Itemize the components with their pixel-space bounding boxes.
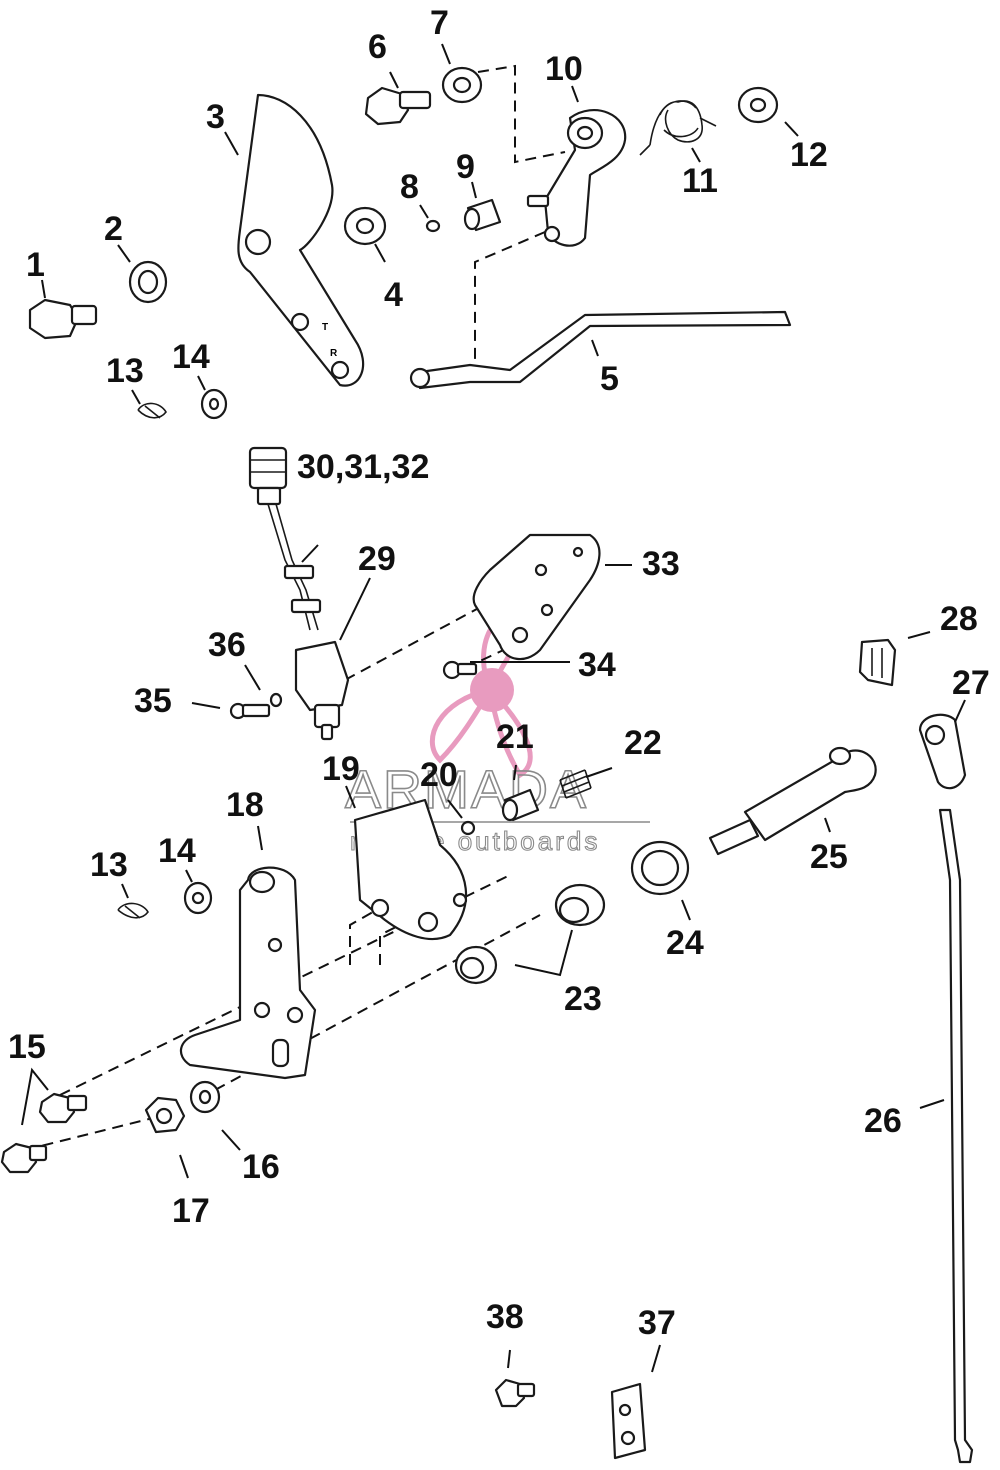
- part-15-bolts: [0, 1092, 88, 1174]
- part-38-bolt: [494, 1378, 536, 1408]
- callout-24: 24: [666, 924, 704, 962]
- part-20-washer: [460, 820, 476, 836]
- part-34-screw: [442, 660, 478, 680]
- callout-10: 10: [545, 50, 583, 88]
- part-27-rod-end: [918, 713, 967, 790]
- callout-13a: 13: [106, 352, 144, 390]
- part-10-shift-lever: [526, 108, 627, 247]
- part-30-31-32-connector: [248, 446, 322, 631]
- callout-37: 37: [638, 1304, 676, 1342]
- callout-29: 29: [358, 540, 396, 578]
- callout-36: 36: [208, 626, 246, 664]
- callout-23: 23: [564, 980, 602, 1018]
- callout-33: 33: [642, 545, 680, 583]
- part-5-shift-rod: [409, 310, 792, 390]
- part-1-bolt: [28, 298, 98, 340]
- callout-1: 1: [26, 246, 45, 284]
- part-2-washer: [128, 260, 168, 304]
- part-16-washer: [189, 1080, 221, 1114]
- callout-19: 19: [322, 750, 360, 788]
- part-37-nut-plate: [610, 1382, 647, 1460]
- part-24-bushing: [630, 840, 690, 896]
- callout-2: 2: [104, 210, 123, 248]
- callout-38: 38: [486, 1298, 524, 1336]
- callout-14b: 14: [158, 832, 196, 870]
- callout-35: 35: [134, 682, 172, 720]
- callout-13b: 13: [90, 846, 128, 884]
- part-13b-clip: [117, 902, 149, 919]
- part-17-nut: [144, 1096, 186, 1134]
- part-26-shift-rod: [938, 808, 974, 1464]
- part-28-clip: [858, 638, 897, 687]
- callout-16: 16: [242, 1148, 280, 1186]
- part-14a-washer: [200, 388, 228, 420]
- part-12-washer: [737, 86, 779, 124]
- callout-8: 8: [400, 168, 419, 206]
- plate-marking-r: R: [330, 348, 338, 359]
- part-35-screw: [229, 702, 271, 720]
- part-3-shift-plate: T R: [237, 93, 365, 387]
- part-29-neutral-switch: [294, 640, 350, 741]
- callout-11: 11: [682, 162, 718, 200]
- leader-lines: [21, 43, 966, 1373]
- callout-27: 27: [952, 664, 990, 702]
- callout-labels: 1 2 3 4 5 6 7 8 9 10 11 12 13 14 30,31,3…: [8, 4, 990, 1342]
- part-22-spring: [559, 769, 592, 799]
- part-13a-clip: [137, 402, 167, 419]
- callout-6: 6: [368, 28, 387, 66]
- callout-3: 3: [206, 98, 225, 136]
- part-8-small-nut: [425, 219, 441, 233]
- callout-7: 7: [430, 4, 449, 42]
- part-23-bushings: [454, 883, 606, 985]
- part-9-bushing: [463, 198, 502, 232]
- callout-26: 26: [864, 1102, 902, 1140]
- callout-20: 20: [420, 756, 458, 794]
- callout-4: 4: [384, 276, 403, 314]
- callout-5: 5: [600, 360, 619, 398]
- callout-34: 34: [578, 646, 616, 684]
- part-14b-washer: [183, 881, 213, 915]
- callout-15: 15: [8, 1028, 46, 1066]
- part-11-spring: [639, 100, 717, 156]
- part-25-shift-shaft: [708, 746, 877, 856]
- callout-25: 25: [810, 838, 848, 876]
- callout-22: 22: [624, 724, 662, 762]
- callout-21: 21: [496, 718, 534, 756]
- watermark-brand: ARMADA: [345, 760, 588, 820]
- part-18-shift-lever: [179, 866, 317, 1080]
- part-4-washer: [343, 206, 387, 246]
- callout-14a: 14: [172, 338, 210, 376]
- part-33-bracket: [472, 533, 601, 661]
- callout-18: 18: [226, 786, 264, 824]
- part-36-washer: [269, 692, 283, 708]
- callout-9: 9: [456, 148, 475, 186]
- part-19-bracket: [353, 798, 468, 940]
- part-6-bolt: [364, 86, 432, 126]
- part-21-detent: [501, 788, 540, 822]
- callout-12: 12: [790, 136, 828, 174]
- callout-17: 17: [172, 1192, 210, 1230]
- callout-28: 28: [940, 600, 978, 638]
- part-7-washer: [441, 66, 483, 104]
- plate-marking-t: T: [322, 322, 328, 333]
- callout-30-31-32: 30,31,32: [297, 448, 429, 486]
